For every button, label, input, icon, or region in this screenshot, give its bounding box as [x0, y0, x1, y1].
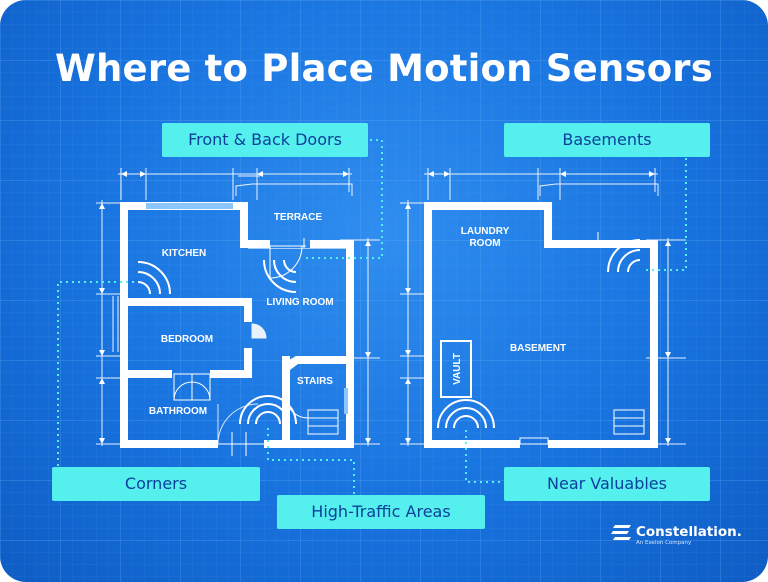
room-laundry-line2: ROOM: [469, 238, 500, 249]
details-right: [519, 232, 645, 445]
sensor-kitchen-corner: [137, 261, 171, 295]
dimension-ticks-left: [99, 171, 371, 444]
room-kitchen: KITCHEN: [162, 248, 206, 259]
vault-box: [440, 340, 472, 398]
dimension-ticks-right: [405, 171, 671, 444]
sensor-waves: [137, 239, 641, 429]
sensor-basement-corner: [607, 239, 641, 273]
room-living: LIVING ROOM: [266, 297, 333, 308]
callout-corners: Corners: [52, 467, 260, 501]
callout-front-back-doors: Front & Back Doors: [162, 123, 368, 157]
sensor-front-door: [263, 259, 297, 293]
room-vault: VAULT: [452, 353, 463, 385]
brand-tagline: An Exelon Company: [636, 540, 692, 546]
room-labels: KITCHEN TERRACE LIVING ROOM BEDROOM STAI…: [149, 212, 566, 417]
room-bathroom: BATHROOM: [149, 406, 207, 417]
page-title: Where to Place Motion Sensors: [55, 47, 713, 90]
room-stairs: STAIRS: [297, 376, 333, 387]
door-details-left: [173, 245, 348, 456]
callout-high-traffic: High-Traffic Areas: [277, 495, 485, 529]
sensor-hallway: [239, 395, 297, 425]
room-bedroom: BEDROOM: [161, 334, 213, 345]
walls-right: [424, 202, 658, 448]
room-basement: BASEMENT: [510, 343, 566, 354]
sensor-vault: [437, 399, 495, 429]
callout-near-valuables: Near Valuables: [504, 467, 710, 501]
room-terrace: TERRACE: [274, 212, 323, 223]
constellation-logo-icon: [611, 525, 631, 540]
room-laundry-line1: LAUNDRY: [461, 226, 510, 237]
brand-name: Constellation.: [636, 524, 742, 540]
callout-basements: Basements: [504, 123, 710, 157]
